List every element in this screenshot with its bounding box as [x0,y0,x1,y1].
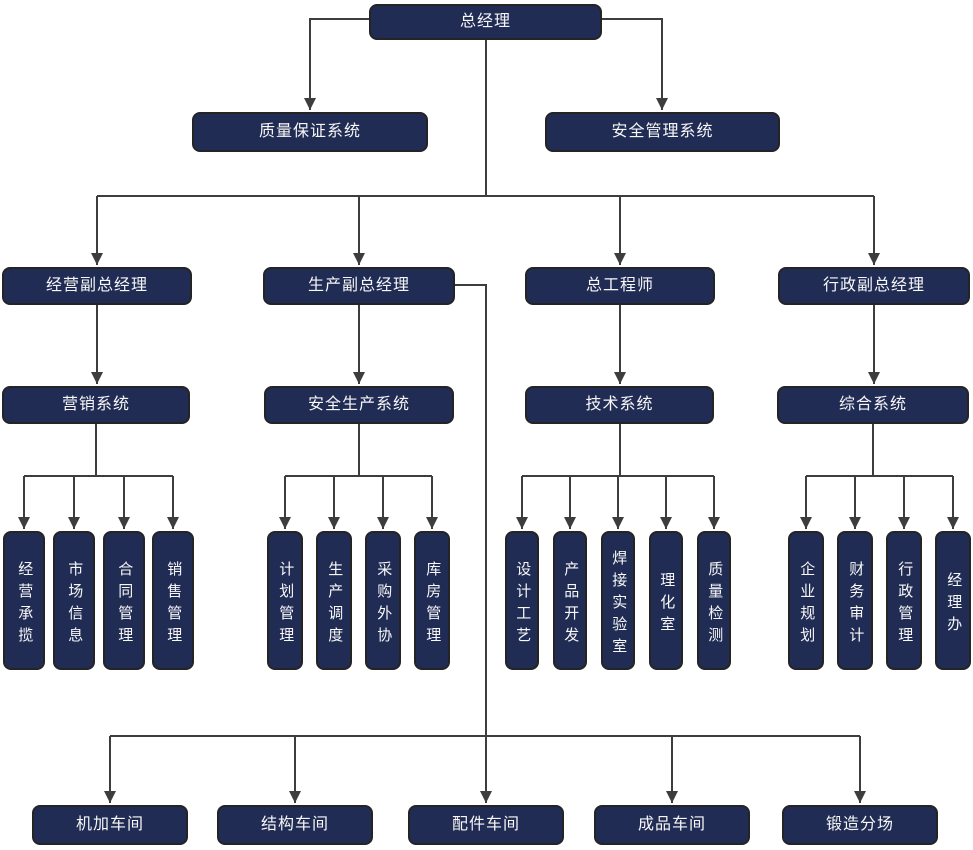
dept-node: 采购外协 [365,531,401,670]
dept-node: 经理办 [935,531,971,670]
dept-node: 合同管理 [103,531,145,670]
workshop-node: 锻造分场 [782,805,938,845]
dept-node: 理化室 [649,531,683,670]
dept-node: 产品开发 [553,531,587,670]
node-production-deputy-gm: 生产副总经理 [263,267,455,305]
dept-node: 设计工艺 [505,531,539,670]
node-general-affairs-system: 综合系统 [777,386,969,424]
workshop-node: 结构车间 [217,805,373,845]
dept-node: 质量检测 [697,531,731,670]
dept-node: 计划管理 [267,531,303,670]
node-technical-system: 技术系统 [525,386,714,424]
node-quality-assurance-system: 质量保证系统 [192,112,428,152]
dept-node: 企业规划 [788,531,824,670]
node-general-manager: 总经理 [369,4,602,40]
dept-node: 销售管理 [152,531,194,670]
node-production-safety-system: 安全生产系统 [264,386,454,424]
node-operations-deputy-gm: 经营副总经理 [2,267,192,305]
dept-node: 市场信息 [53,531,95,670]
dept-node: 财务审计 [837,531,873,670]
dept-node: 焊接实验室 [601,531,635,670]
node-marketing-system: 营销系统 [2,386,190,424]
dept-node: 生产调度 [316,531,352,670]
workshop-node: 成品车间 [594,805,750,845]
workshop-node: 配件车间 [408,805,564,845]
node-chief-engineer: 总工程师 [525,267,715,305]
dept-node: 库房管理 [414,531,450,670]
node-safety-management-system: 安全管理系统 [545,112,780,152]
node-admin-deputy-gm: 行政副总经理 [778,267,970,305]
workshop-node: 机加车间 [32,805,188,845]
dept-node: 经营承揽 [3,531,45,670]
dept-node: 行政管理 [886,531,922,670]
